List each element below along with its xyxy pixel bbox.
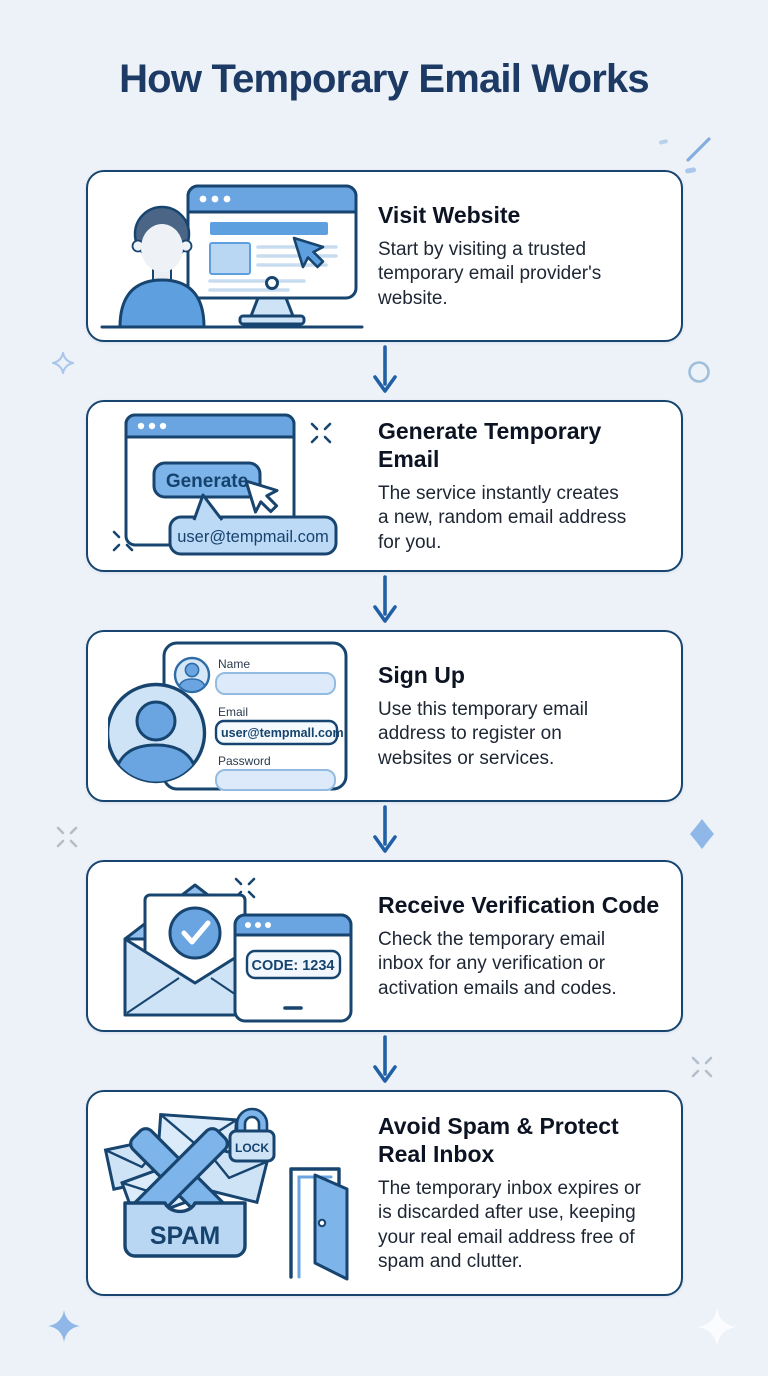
- flow-arrow: [370, 1032, 400, 1090]
- receive-code-illustration: CODE: 1234: [88, 865, 378, 1027]
- visit-website-illustration: [88, 180, 378, 332]
- circle-outline-decoration: [688, 361, 710, 383]
- down-arrow-icon: [372, 345, 397, 393]
- step-description: Check the temporary email inbox for any …: [378, 929, 617, 999]
- email-input-graphic: [214, 719, 339, 746]
- spam-tray-icon: SPAM: [122, 1201, 247, 1258]
- down-arrow-icon: [372, 1035, 397, 1083]
- person-icon: [118, 205, 206, 329]
- step-title: Sign Up: [378, 662, 465, 689]
- star-filled-decoration: [698, 1308, 736, 1346]
- page-title: How Temporary Email Works: [119, 57, 650, 101]
- verification-code-text: CODE: 1234: [251, 958, 334, 974]
- down-arrow-icon: [372, 575, 397, 623]
- flow-arrow: [370, 802, 400, 860]
- step-title: Visit Website: [378, 202, 521, 229]
- open-door-icon: [288, 1167, 348, 1281]
- cross-sparkle-decoration: [56, 826, 78, 848]
- step-card-avoid-spam: SPAM LOCK: [86, 1090, 683, 1296]
- spam-label: SPAM: [149, 1222, 219, 1250]
- x-mark-icon: [128, 1127, 229, 1227]
- step-card-sign-up: Name Email user@tempmall.com Password: [86, 630, 683, 802]
- avatar-large-icon: [108, 682, 207, 784]
- email-input-value: user@tempmall.com: [221, 726, 344, 740]
- diamond-decoration: [690, 819, 714, 849]
- step-description: The temporary inbox expires or is discar…: [378, 1178, 641, 1272]
- spam-protection-icon: SPAM LOCK: [103, 1107, 348, 1281]
- flow-arrow: [370, 572, 400, 630]
- name-field-label: Name: [218, 657, 250, 671]
- flow-arrow: [370, 342, 400, 400]
- cursor-icon: [244, 479, 279, 514]
- cross-sparkle-decoration: [691, 1056, 713, 1078]
- name-input-graphic: [215, 672, 336, 695]
- sign-up-illustration: Name Email user@tempmall.com Password: [88, 635, 378, 797]
- step-title: Receive Verification Code: [378, 892, 660, 919]
- browser-generate-icon: Generate user@tempmail.com: [112, 413, 338, 556]
- star-filled-decoration: [48, 1310, 80, 1342]
- slash-decoration: [686, 137, 711, 162]
- person-at-computer-icon: [100, 184, 364, 329]
- email-bubble: [168, 515, 338, 556]
- generate-button-label: Generate: [166, 471, 248, 492]
- checkmark-circle-icon: [168, 906, 222, 960]
- generated-email-text: user@tempmail.com: [177, 528, 329, 546]
- cursor-icon: [292, 236, 325, 269]
- step-title: Avoid Spam & Protect Real Inbox: [378, 1113, 619, 1168]
- avoid-spam-illustration: SPAM LOCK: [88, 1105, 378, 1281]
- email-field-label: Email: [218, 705, 248, 719]
- step-card-receive-code: CODE: 1234 Receive Verification Code Che…: [86, 860, 683, 1032]
- star-outline-decoration: [52, 352, 74, 374]
- step-card-visit-website: Visit Website Start by visiting a truste…: [86, 170, 683, 342]
- step-card-generate-email: Generate user@tempmail.com Generate Temp…: [86, 400, 683, 572]
- step-title: Generate Temporary Email: [378, 418, 602, 473]
- open-envelope-icon: [123, 883, 267, 1017]
- step-description: Start by visiting a trusted temporary em…: [378, 239, 602, 309]
- step-description: Use this temporary email address to regi…: [378, 699, 589, 769]
- lock-label: LOCK: [235, 1141, 269, 1155]
- avatar-small-icon: [173, 656, 211, 694]
- signup-form-icon: Name Email user@tempmall.com Password: [108, 641, 348, 791]
- generate-email-illustration: Generate user@tempmail.com: [88, 405, 378, 567]
- step-description: The service instantly creates a new, ran…: [378, 483, 627, 553]
- lock-icon: LOCK: [228, 1107, 275, 1163]
- dash-decoration: [685, 167, 697, 174]
- generate-button-graphic: [152, 461, 262, 499]
- password-field-label: Password: [218, 754, 271, 768]
- down-arrow-icon: [372, 805, 397, 853]
- dash-decoration: [659, 139, 668, 145]
- code-box: [245, 949, 342, 980]
- password-input-graphic: [215, 769, 336, 791]
- envelope-code-icon: CODE: 1234: [123, 877, 353, 1023]
- code-screen-icon: CODE: 1234: [233, 913, 353, 1023]
